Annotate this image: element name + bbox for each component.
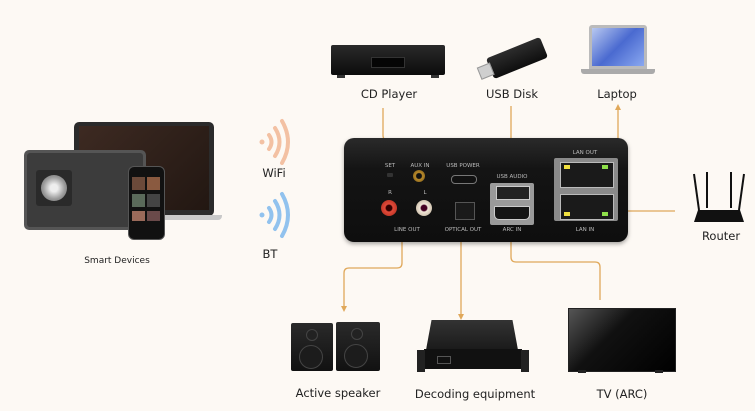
lan-in-label: LAN IN [575,227,595,233]
wifi-icon [259,119,290,165]
arrow-speaker [341,306,347,312]
r-label: R [388,190,392,196]
active-speaker-image-2 [336,322,380,371]
phone-device-image [128,166,165,240]
laptop-label: Laptop [597,87,637,101]
smart-devices-label: Smart Devices [84,256,150,266]
set-button[interactable] [387,173,393,177]
aux-in-label: AUX IN [410,163,430,169]
usb-power-port [451,175,477,184]
optical-out-port [455,202,475,220]
aux-in-port [413,170,425,182]
rca-right-port [381,200,397,216]
usb-audio-port [496,186,530,200]
lan-out-label: LAN OUT [572,150,598,156]
bt-label: BT [262,247,278,261]
audio-streamer-hub: SET AUX IN USB POWER R L LINE OUT OPTICA… [344,138,628,242]
usb-power-label: USB POWER [446,163,480,169]
router-label: Router [701,229,741,243]
lan-in-port [560,194,614,220]
record-player-icon [36,170,72,206]
usb-audio-label: USB AUDIO [496,174,528,180]
arrow-decoder [458,314,464,320]
laptop-image [589,25,647,69]
rca-left-port [416,200,432,216]
smart-devices-illustration [22,118,222,243]
lan-out-port [560,162,614,188]
bluetooth-icon [259,192,290,238]
usb-disk-label: USB Disk [486,87,538,101]
decoding-equipment-label: Decoding equipment [414,387,536,401]
wifi-label: WiFi [262,166,286,180]
cd-player-label: CD Player [360,87,418,101]
active-speaker-image [291,323,333,371]
active-speaker-label: Active speaker [295,386,381,400]
arc-in-label: ARC IN [502,227,522,233]
router-image [693,172,745,222]
set-label: SET [384,163,396,169]
cd-player-image [331,45,445,78]
line-out-connector [343,232,403,308]
arrow-laptop [615,104,621,110]
tv-image [568,308,676,372]
decoding-equipment-image [417,320,529,372]
optical-out-label: OPTICAL OUT [444,227,482,233]
tv-arc-label: TV (ARC) [596,387,648,401]
arc-in-connector [510,222,601,300]
hdmi-arc-port [494,206,530,220]
line-out-label: LINE OUT [394,227,420,233]
l-label: L [423,190,427,196]
tablet-device-image [24,150,146,230]
